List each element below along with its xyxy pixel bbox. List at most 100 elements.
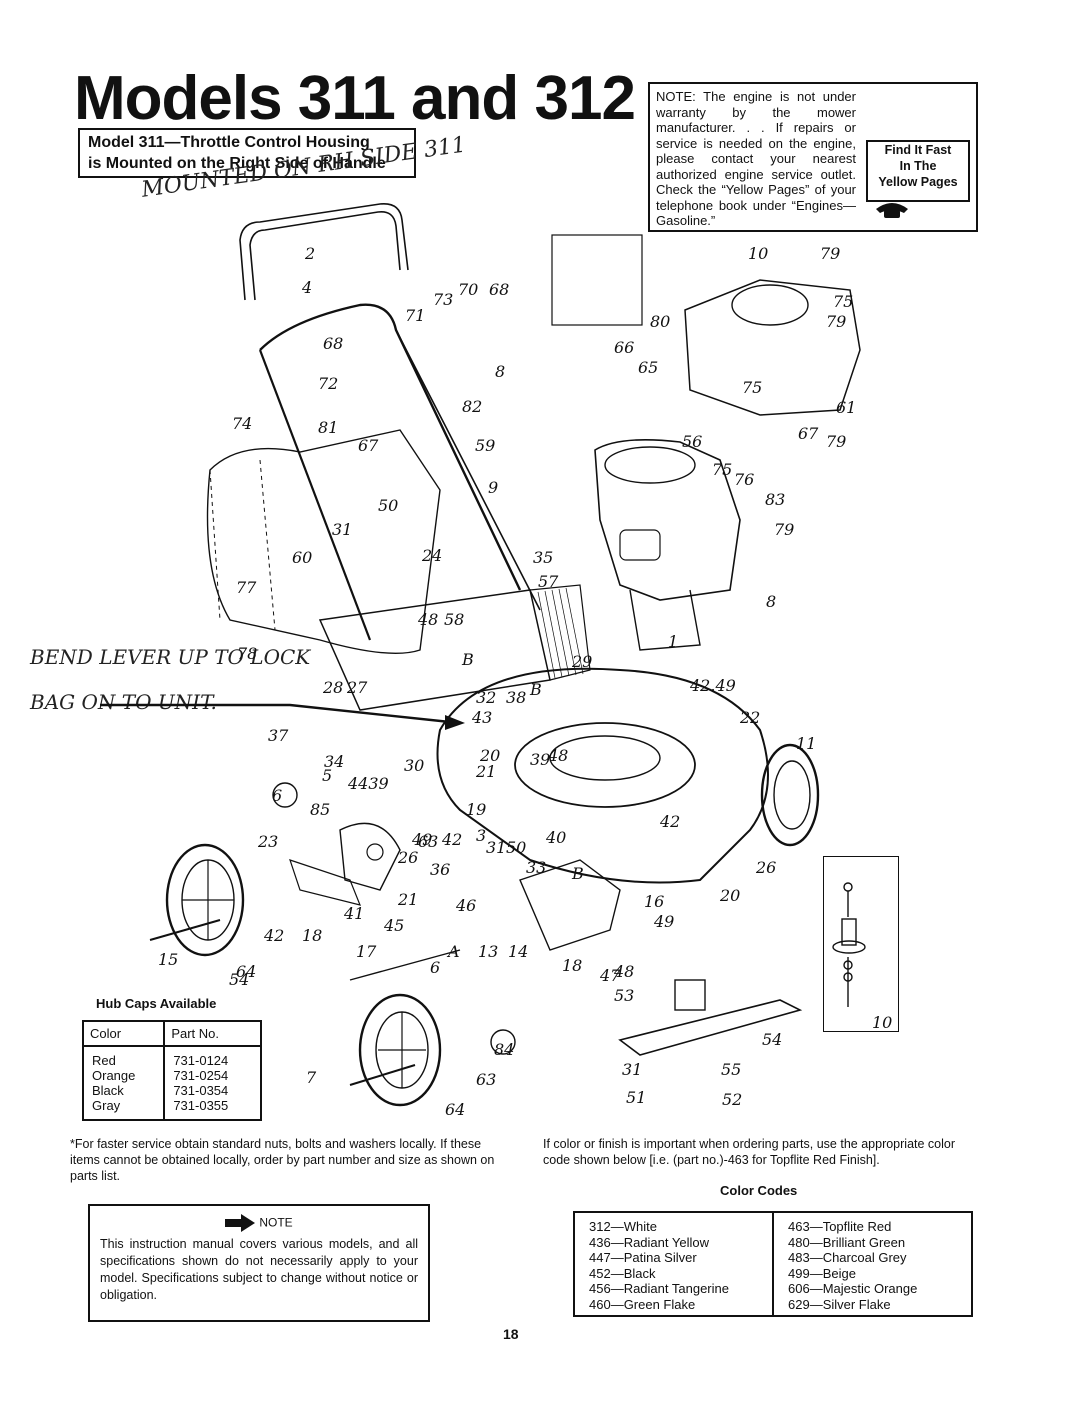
part-callout: 49: [412, 830, 433, 849]
exploded-parts-diagram: [100, 203, 861, 1107]
part-callout: 35: [533, 548, 554, 567]
part-callout: 2: [305, 244, 316, 263]
part-callout: 46: [456, 896, 477, 915]
part-callout: 30: [404, 756, 425, 775]
part-callout: 63: [476, 1070, 497, 1089]
part-callout: 20: [720, 886, 741, 905]
color-codes-title: Color Codes: [720, 1183, 798, 1198]
rear-wheel: [358, 993, 442, 1107]
part-callout: 52: [722, 1090, 743, 1109]
part-callout: 58: [444, 610, 465, 629]
part-callout: 4439: [348, 774, 389, 793]
part-callout: 24: [422, 546, 443, 565]
part-callout: 34: [324, 752, 345, 771]
part-callout: 11: [796, 734, 817, 753]
part-callout: 17: [356, 942, 377, 961]
part-callout: 37: [268, 726, 289, 745]
telephone-icon: [876, 203, 908, 218]
part-callout: 5: [322, 766, 333, 785]
part-callout: 84: [494, 1040, 515, 1059]
hub-cap-part: 731-0254: [163, 1068, 261, 1083]
part-callout: 7: [306, 1068, 317, 1087]
hub-cap-color: Black: [92, 1083, 124, 1098]
part-callout: 81: [318, 418, 339, 437]
part-callout: 68: [323, 334, 344, 353]
part-callout: 47: [600, 966, 621, 985]
part-callout: 36: [430, 860, 451, 879]
part-callout: 48: [418, 610, 439, 629]
part-callout: 64: [445, 1100, 466, 1119]
part-callout: 6: [430, 958, 441, 977]
part-callout: 70: [458, 280, 479, 299]
bag-lever-arrow: [100, 703, 451, 724]
hardware-footnote: *For faster service obtain standard nuts…: [70, 1137, 495, 1183]
front-right-wheel: [760, 743, 820, 847]
hub-cap-part: 731-0354: [163, 1083, 261, 1098]
part-callout: 33: [526, 858, 547, 877]
part-callout: 42: [264, 926, 285, 945]
part-callout: 78: [237, 644, 258, 663]
part-callout: 79: [820, 244, 841, 263]
engine-inset: [684, 279, 861, 416]
part-callout: 50: [378, 496, 399, 515]
part-callout: B: [572, 864, 584, 883]
part-callout: 53: [614, 986, 635, 1005]
table-row: Black 731-0354: [83, 1083, 261, 1098]
part-callout: 13: [478, 942, 499, 961]
part-callout: 75: [833, 292, 854, 311]
part-callout: 66: [614, 338, 635, 357]
part-callout: 16: [644, 892, 665, 911]
part-callout: 56: [682, 432, 703, 451]
part-callout: 15: [158, 950, 179, 969]
part-callout: 23: [258, 832, 279, 851]
part-callout: 51: [626, 1088, 647, 1107]
model-note-line-2: is Mounted on the Right Side of Handle: [88, 155, 386, 172]
model-note-line-1: Model 311—Throttle Control Housing: [88, 134, 370, 151]
part-callout: 14: [508, 942, 529, 961]
manual-note-box: NOTE This instruction manual covers vari…: [88, 1204, 430, 1322]
part-callout: 79: [826, 432, 847, 451]
color-code: 629—Silver Flake: [772, 1296, 972, 1316]
part-callout: 64: [236, 962, 257, 981]
part-callout: 65: [638, 358, 659, 377]
part-callout: 28: [323, 678, 344, 697]
note-body: This instruction manual covers various m…: [100, 1237, 418, 1302]
circled-84: [272, 782, 298, 808]
color-code: 312—White: [589, 1219, 657, 1234]
part-callout: 22: [740, 708, 761, 727]
part-callout: 10: [748, 244, 769, 263]
part-callout: 50: [506, 838, 527, 857]
handwritten-note-bag: BAG ON TO UNIT.: [30, 690, 217, 714]
color-code: 483—Charcoal Grey: [772, 1250, 972, 1266]
engine-warranty-note: NOTE: The engine is not under warranty b…: [648, 82, 978, 232]
circled-12: [490, 1029, 516, 1055]
hub-cap-color: Red: [92, 1053, 116, 1068]
part-callout: 39: [530, 750, 551, 769]
blade-adapter-drawing: [832, 882, 866, 1007]
part-callout: 42: [660, 812, 681, 831]
part-callout: 67: [358, 436, 379, 455]
part-callout: 68: [489, 280, 510, 299]
part-callout: 54: [762, 1030, 783, 1049]
find-it-fast-line-1: Find It Fast: [884, 143, 952, 157]
part-callout: 76: [734, 470, 755, 489]
note-header: NOTE: [100, 1214, 418, 1232]
color-code: 436—Radiant Yellow: [589, 1234, 709, 1250]
color-code: 463—Topflite Red: [772, 1212, 972, 1235]
part-callout: 83: [765, 490, 786, 509]
hub-cap-part: 731-0124: [163, 1046, 261, 1068]
part-callout: 80: [650, 312, 671, 331]
page-number: 18: [503, 1326, 519, 1342]
part-callout: 4: [302, 278, 313, 297]
middle-handle: [259, 303, 522, 591]
part-callout: 67: [798, 424, 819, 443]
part-callout: 49: [654, 912, 675, 931]
part-callout: 57: [538, 572, 559, 591]
hub-caps-title: Hub Caps Available: [96, 996, 217, 1011]
part-callout: 61: [836, 398, 857, 417]
